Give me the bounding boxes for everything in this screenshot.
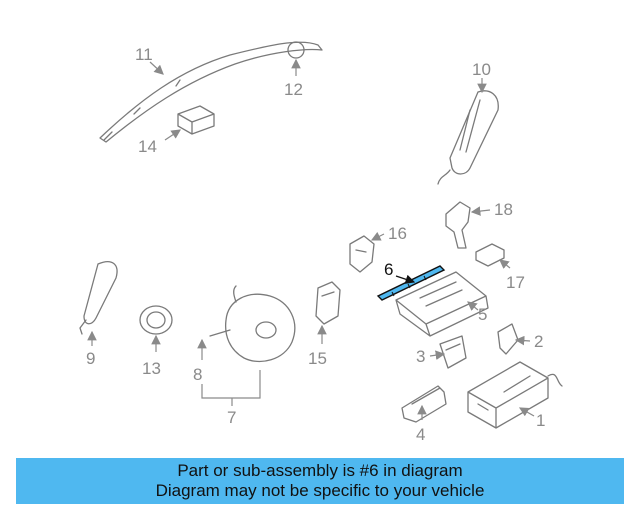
callout-16: 16 [388, 224, 407, 243]
part-9-side-airbag[interactable]: 9 [79, 261, 118, 368]
callout-1: 1 [536, 411, 545, 430]
callout-11: 11 [135, 45, 153, 64]
parts-diagram: 11 12 14 10 18 16 17 [79, 41, 563, 444]
banner-line-2: Diagram may not be specific to your vehi… [155, 481, 485, 500]
part-4-bracket[interactable]: 4 [401, 385, 447, 444]
callout-6: 6 [384, 260, 393, 279]
callout-3: 3 [416, 347, 425, 366]
part-7-steering-airbag[interactable]: 8 7 [193, 285, 296, 427]
info-banner: Part or sub-assembly is #6 in diagram Di… [16, 458, 624, 504]
part-10-side-airbag[interactable]: 10 [437, 60, 499, 185]
callout-17: 17 [506, 273, 525, 292]
banner-line-1: Part or sub-assembly is #6 in diagram [177, 461, 463, 480]
callout-8: 8 [193, 365, 202, 384]
callout-12: 12 [284, 80, 303, 99]
part-14-sensor-module[interactable]: 14 [138, 105, 215, 156]
callout-9: 9 [86, 349, 95, 368]
part-11-curtain-airbag[interactable]: 11 [99, 41, 323, 143]
part-15-sensor[interactable]: 15 [308, 281, 341, 368]
callout-7: 7 [227, 408, 236, 427]
callout-5: 5 [478, 305, 487, 324]
callout-14: 14 [138, 137, 157, 156]
callout-15: 15 [308, 349, 327, 368]
part-2-bracket[interactable]: 2 [497, 323, 543, 355]
part-18-bracket[interactable]: 18 [445, 200, 513, 249]
part-12-plug[interactable]: 12 [284, 41, 305, 99]
part-16-sensor[interactable]: 16 [349, 224, 407, 273]
part-6-highlighted-strip[interactable]: 6 [376, 260, 446, 301]
part-13-clock-spring[interactable]: 13 [139, 305, 173, 378]
part-1-knee-airbag[interactable]: 1 [467, 361, 563, 430]
part-17-connector[interactable]: 17 [475, 243, 525, 292]
callout-13: 13 [142, 359, 161, 378]
callout-4: 4 [416, 425, 425, 444]
callout-10: 10 [472, 60, 491, 79]
part-3-bracket[interactable]: 3 [416, 335, 467, 369]
callout-2: 2 [534, 332, 543, 351]
callout-18: 18 [494, 200, 513, 219]
part-5-passenger-airbag[interactable]: 5 [395, 271, 489, 337]
